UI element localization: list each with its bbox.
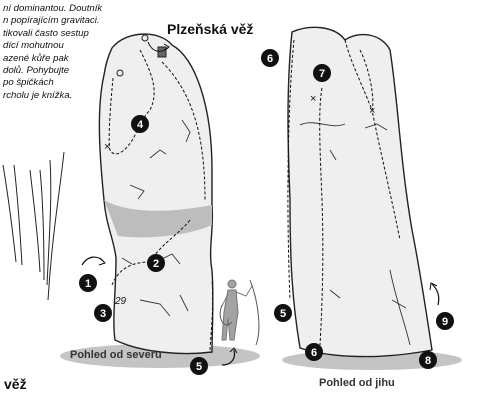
description-line: po špičkách [3, 77, 54, 89]
route-marker-6-top: 6 [261, 49, 279, 67]
description-line: n popírajícím gravitaci. [3, 15, 100, 27]
route-marker-5-north: 5 [190, 357, 208, 375]
route-marker-2: 2 [147, 254, 165, 272]
description-line: ní dominantou. Doutník [3, 3, 103, 14]
climber-figure [219, 279, 253, 341]
belay-cross: × [310, 93, 316, 105]
north-rock-body [98, 33, 214, 355]
route-marker-3: 3 [94, 304, 112, 322]
route-marker-9: 9 [436, 312, 454, 330]
south-rock-body [287, 26, 433, 358]
overhang-shadow [104, 200, 212, 238]
summit-book [157, 46, 167, 58]
approach-arrow [221, 349, 236, 366]
ground-shadow [282, 350, 462, 370]
arrow-head [163, 43, 170, 51]
description-line: rcholu je knížka. [3, 89, 73, 101]
route-number: 7 [319, 68, 325, 80]
cropped-heading-fragment: věž [4, 376, 27, 392]
tower-title: Plzeňská věž [167, 21, 254, 37]
arrow-head [429, 282, 438, 291]
rock-number-label: 29 [114, 296, 127, 307]
description-line: dící mohutnou [3, 40, 64, 52]
caption-south-view: Pohled od jihu [319, 377, 395, 389]
south-rock: × × [282, 26, 462, 370]
rope [249, 279, 260, 346]
route-number: 6 [311, 347, 317, 359]
caption-north-view: Pohled od severu [70, 349, 162, 361]
route-number: 8 [425, 355, 431, 367]
north-rock: × [60, 33, 260, 368]
route-description-text: ní dominantou. Doutník n popírajícím gra… [3, 3, 153, 102]
arrow-head [98, 257, 106, 266]
anchor-ring [141, 34, 149, 42]
route-number: 5 [280, 308, 286, 320]
route-number: 5 [196, 361, 202, 373]
route-number: 1 [85, 278, 91, 290]
route-number: 3 [100, 308, 106, 320]
description-line: tikovali často sestup [3, 27, 89, 39]
approach-arrow [431, 283, 440, 306]
route-marker-6-bottom: 6 [305, 343, 323, 361]
route-marker-5-south: 5 [274, 304, 292, 322]
route-marker-1: 1 [79, 274, 97, 292]
route-number: 2 [153, 258, 159, 270]
route-marker-8: 8 [419, 351, 437, 369]
route-number: 6 [267, 53, 273, 65]
belay-cross: × [104, 141, 110, 153]
route-marker-7: 7 [313, 64, 331, 82]
description-line: dolů. Pohybujte [3, 65, 70, 77]
neighbor-spires [2, 151, 65, 301]
route-number: 4 [137, 119, 144, 131]
route-marker-4: 4 [131, 115, 149, 133]
anchor-ring [116, 69, 124, 77]
belay-cross: × [369, 105, 375, 117]
route-number: 9 [442, 316, 448, 328]
description-line: azené kůře pak [3, 52, 69, 64]
arrow-head [229, 347, 238, 354]
